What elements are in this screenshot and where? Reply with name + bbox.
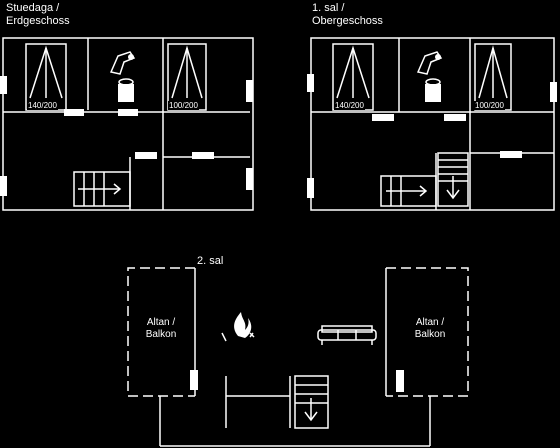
bed-left-first xyxy=(332,43,374,111)
first-floor-title: 1. sal / Obergeschoss xyxy=(312,2,383,28)
first-floor-plan xyxy=(307,37,557,211)
stairs-first xyxy=(380,152,469,207)
balcony-right-label: Altan / Balkon xyxy=(399,317,461,341)
bed-size-label: 100/200 xyxy=(168,101,199,110)
bed-size-label: 140/200 xyxy=(334,101,365,110)
stairs-arrow-icon xyxy=(78,183,122,195)
balcony-right-label-line2: Balkon xyxy=(414,329,446,340)
ground-floor-title-line1: Stuedaga / xyxy=(6,2,60,14)
stairs-second xyxy=(294,375,329,429)
balcony-left-label-line2: Balkon xyxy=(145,329,177,340)
ground-floor-title: Stuedaga / Erdgeschoss xyxy=(6,2,70,28)
stairs-ground xyxy=(73,171,131,207)
bed-right-ground xyxy=(167,43,207,111)
openings-first xyxy=(307,74,557,198)
stairs-arrow-icon xyxy=(386,185,428,197)
second-floor-title: 2. sal xyxy=(197,255,224,267)
bed-left-ground xyxy=(25,43,67,111)
openings-ground xyxy=(0,76,253,196)
bed-size-label: 140/200 xyxy=(27,101,58,110)
toilet-sink-icon xyxy=(416,51,443,102)
bed-right-first xyxy=(474,43,512,111)
openings-second xyxy=(190,370,404,392)
first-floor-outline xyxy=(310,37,555,211)
balcony-left-outline xyxy=(127,267,195,397)
ground-floor-plan xyxy=(0,37,254,211)
ground-floor-outline xyxy=(2,37,254,211)
bed-size-label: 100/200 xyxy=(474,101,505,110)
first-floor-title-line1: 1. sal / xyxy=(312,2,345,14)
second-floor-plan xyxy=(127,267,469,447)
toilet-sink-icon xyxy=(109,51,136,102)
ground-floor-title-line2: Erdgeschoss xyxy=(6,15,70,27)
balcony-left-label: Altan / Balkon xyxy=(132,317,190,341)
balcony-left-label-line1: Altan / xyxy=(146,317,176,328)
balcony-right-label-line1: Altan / xyxy=(415,317,445,328)
fireplace-flame-icon xyxy=(221,312,255,342)
first-floor-title-line2: Obergeschoss xyxy=(312,15,383,27)
sofa-icon xyxy=(317,325,377,345)
